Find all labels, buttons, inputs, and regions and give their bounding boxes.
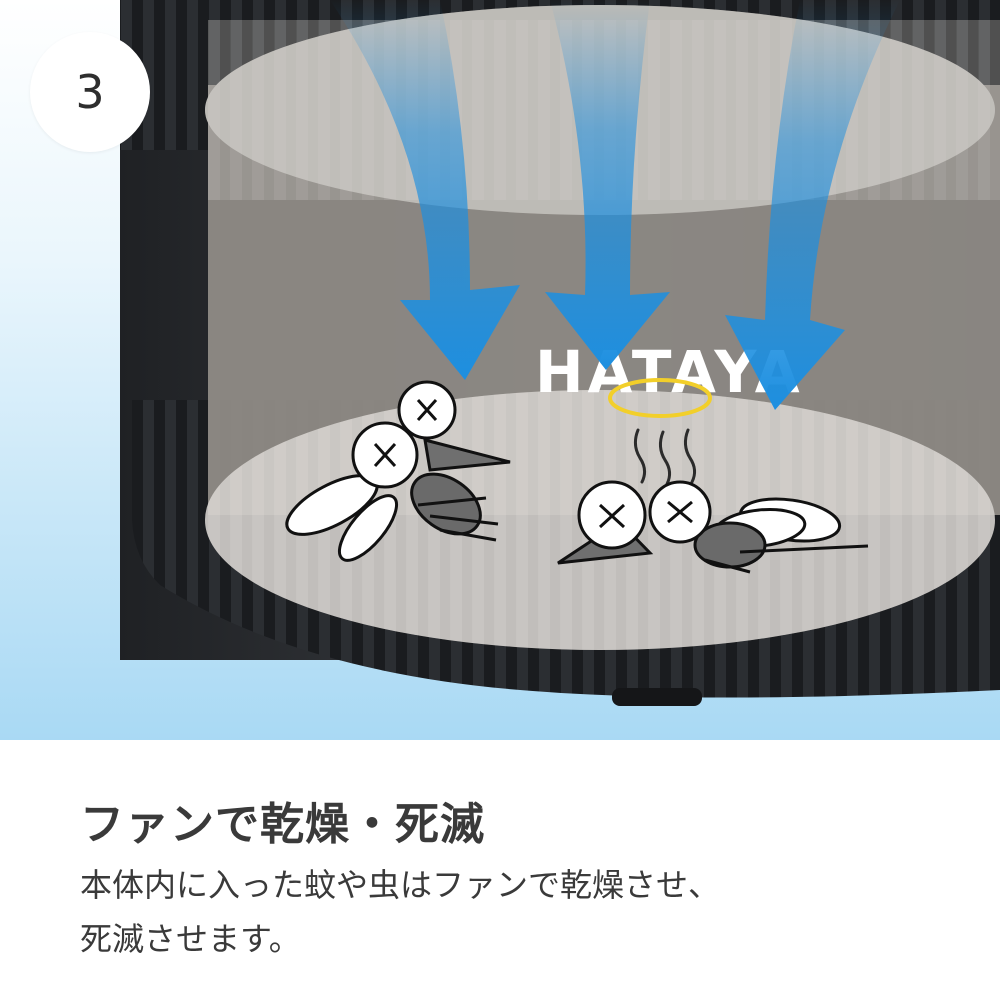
- down-arrow-icon: [545, 0, 670, 370]
- caption-section: ファンで乾燥・死滅 本体内に入った蚊や虫はファンで乾燥させ、 死滅させます。: [0, 740, 1000, 1000]
- mosquito-icon: [557, 480, 869, 574]
- mosquito-icon: [285, 380, 511, 562]
- feature-description: 本体内に入った蚊や虫はファンで乾燥させ、 死滅させます。: [80, 858, 720, 966]
- halo-icon: [608, 378, 712, 418]
- steam-icon: [633, 428, 697, 486]
- product-illustration: HATAYA: [0, 0, 1000, 740]
- down-arrow-icon: [330, 0, 520, 380]
- description-line: 死滅させます。: [80, 920, 301, 958]
- step-number-badge: 3: [30, 32, 150, 152]
- down-arrow-icon: [725, 0, 900, 410]
- device-scene: HATAYA: [0, 0, 1000, 740]
- description-line: 本体内に入った蚊や虫はファンで乾燥させ、: [80, 866, 721, 904]
- feature-heading: ファンで乾燥・死滅: [80, 799, 485, 850]
